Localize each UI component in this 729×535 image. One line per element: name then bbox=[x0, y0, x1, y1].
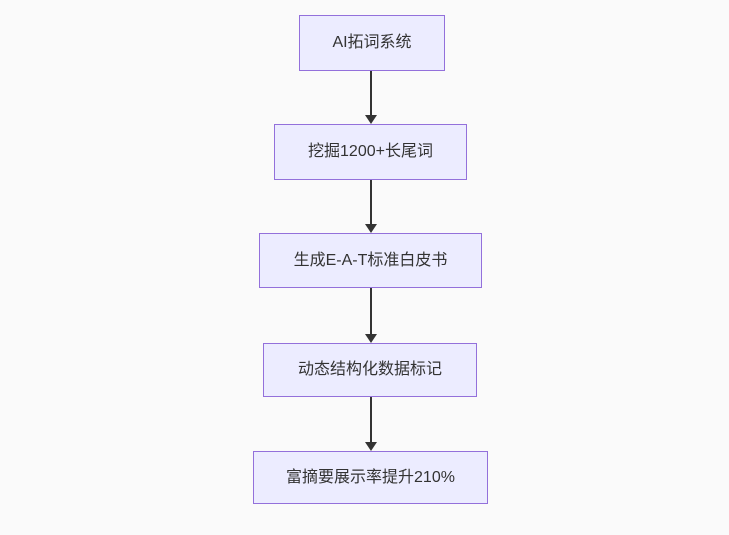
arrow-b-to-c bbox=[364, 180, 378, 233]
flow-node-label: 富摘要展示率提升210% bbox=[286, 468, 455, 486]
arrow-a-to-b bbox=[364, 71, 378, 124]
arrow-down-icon bbox=[365, 224, 377, 233]
arrow-down-icon bbox=[365, 115, 377, 124]
flow-node-label: 生成E-A-T标准白皮书 bbox=[293, 251, 448, 269]
arrow-line bbox=[370, 180, 372, 224]
flow-node-longtail-mining: 挖掘1200+长尾词 bbox=[274, 124, 467, 180]
arrow-down-icon bbox=[365, 334, 377, 343]
arrow-line bbox=[370, 288, 372, 334]
flow-node-label: 动态结构化数据标记 bbox=[297, 361, 442, 378]
arrow-down-icon bbox=[365, 442, 377, 451]
flow-node-label: AI拓词系统 bbox=[332, 34, 412, 51]
flow-node-ai-keyword-system: AI拓词系统 bbox=[299, 15, 445, 71]
arrow-line bbox=[370, 71, 372, 115]
flow-node-rich-snippet-result: 富摘要展示率提升210% bbox=[253, 451, 488, 504]
arrow-d-to-e bbox=[364, 397, 378, 451]
flow-node-label: 挖掘1200+长尾词 bbox=[308, 143, 433, 160]
arrow-line bbox=[370, 397, 372, 442]
arrow-c-to-d bbox=[364, 288, 378, 343]
flow-node-eat-whitepaper: 生成E-A-T标准白皮书 bbox=[259, 233, 482, 288]
flow-node-structured-data-markup: 动态结构化数据标记 bbox=[263, 343, 477, 397]
